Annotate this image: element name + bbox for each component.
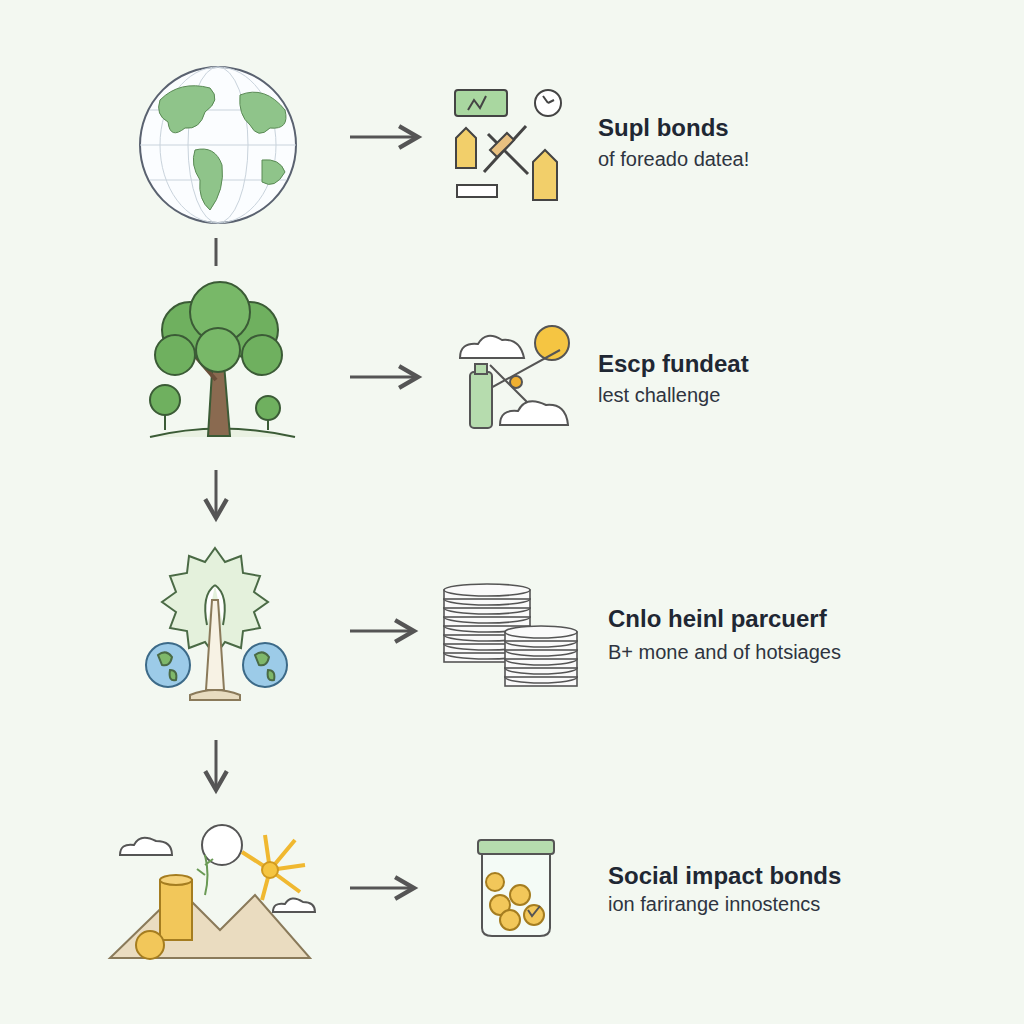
globe-icon <box>140 67 296 223</box>
row-heading: Supl bonds <box>598 114 729 142</box>
fund-icons <box>460 326 569 428</box>
row-heading: Escp fundeat <box>598 350 749 378</box>
jar-icon <box>478 840 554 936</box>
row-subtitle: ion farirange innostencs <box>608 893 820 916</box>
row-heading: Social impact bonds <box>608 862 841 890</box>
row-subtitle: of foreado datea! <box>598 148 749 171</box>
link-line <box>215 238 218 266</box>
tree-icon <box>150 282 295 437</box>
row-subtitle: lest challenge <box>598 384 720 407</box>
row-heading: Cnlo heinl parcuerf <box>608 605 827 633</box>
row-subtitle: B+ mone and of hotsiages <box>608 641 841 664</box>
coin-stacks <box>444 584 577 686</box>
bond-icons <box>455 90 561 200</box>
flow-arrows <box>216 137 418 888</box>
landscape-icon <box>110 825 315 959</box>
growth-icon <box>146 548 287 700</box>
